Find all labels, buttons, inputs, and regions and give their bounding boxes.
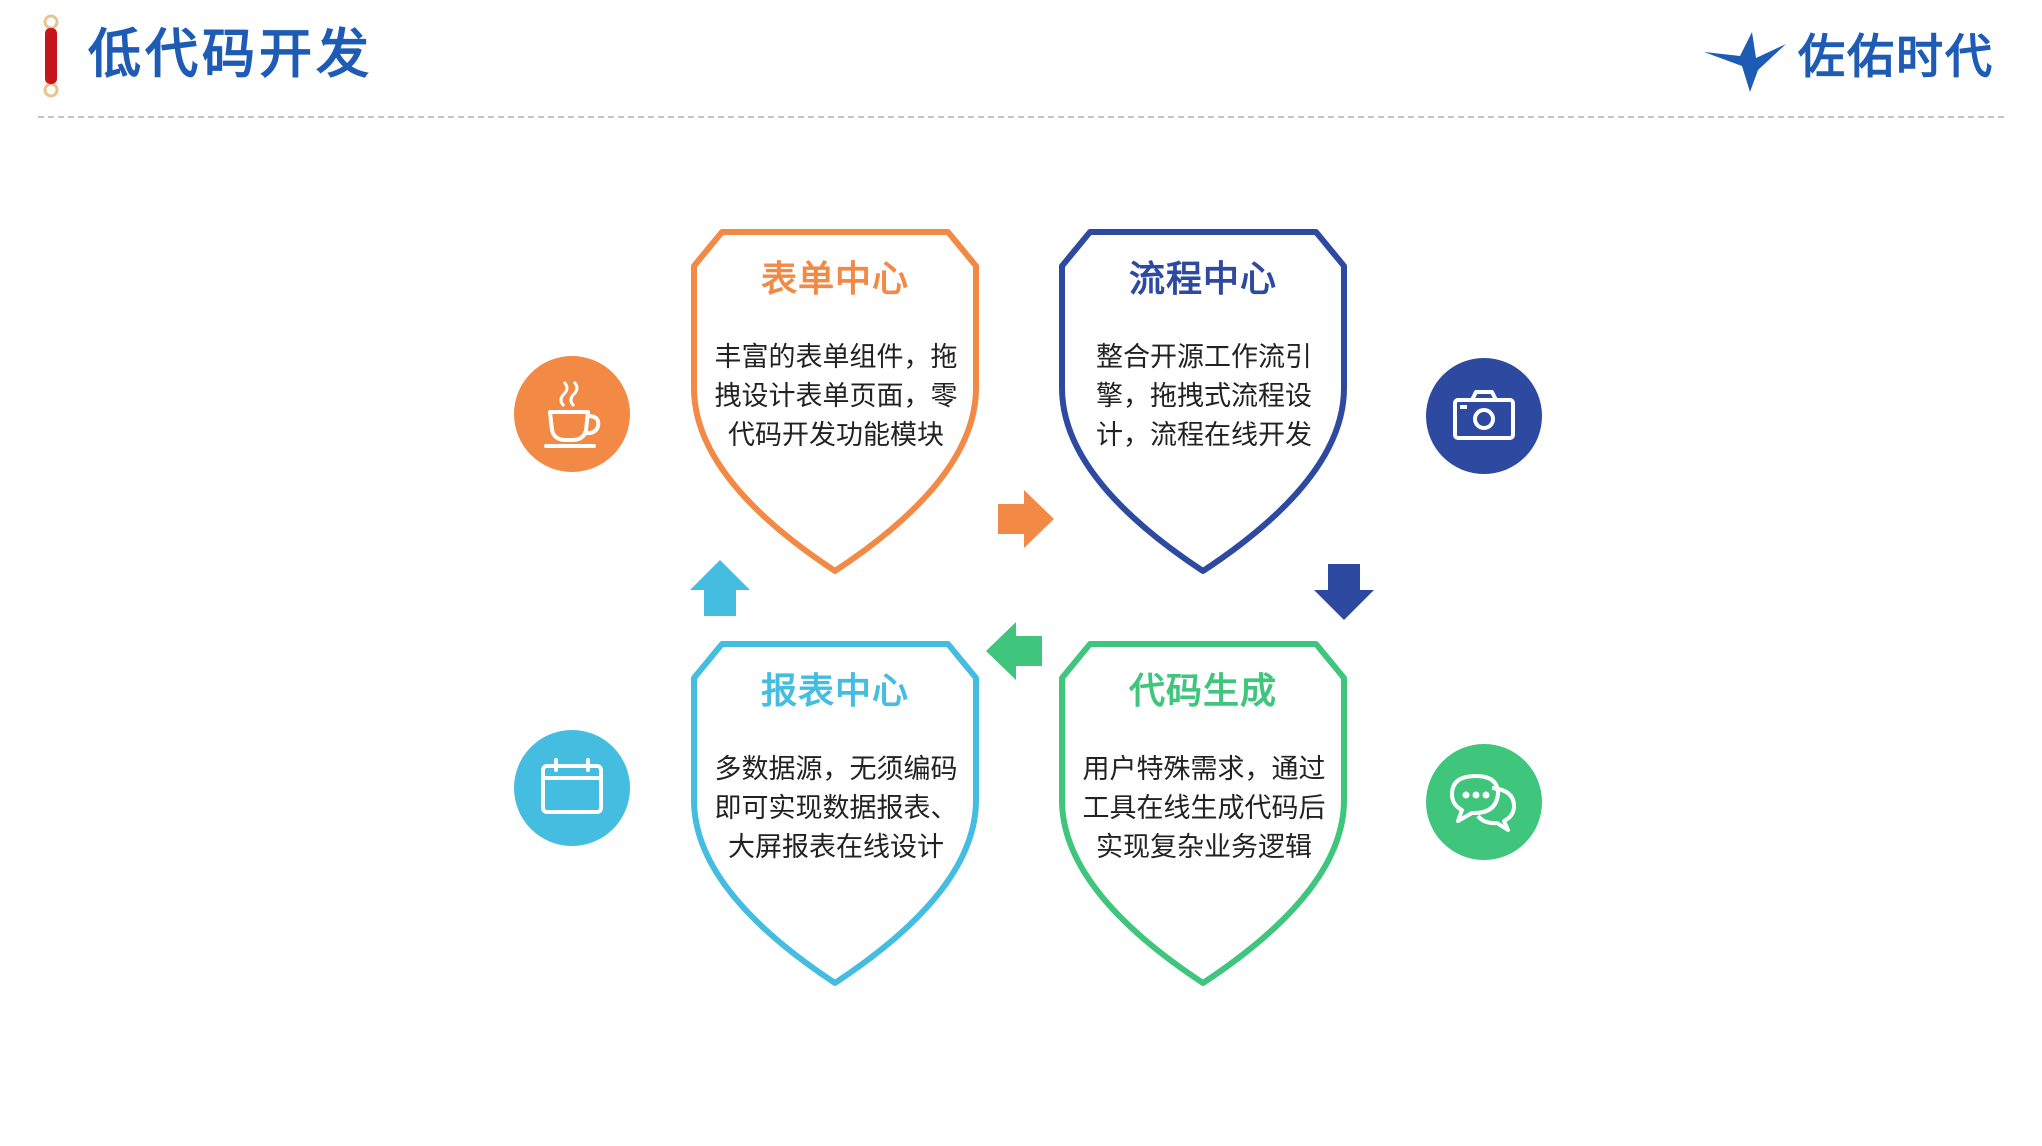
card-description: 整合开源工作流引 擎，拖拽式流程设 计，流程在线开发 — [1064, 338, 1344, 455]
card-process-center: 流程中心 整合开源工作流引 擎，拖拽式流程设 计，流程在线开发 — [1048, 228, 1358, 578]
card-line: 大屏报表在线设计 — [728, 832, 944, 863]
card-form-center: 表单中心 丰富的表单组件，拖 拽设计表单页面，零 代码开发功能模块 — [680, 228, 990, 578]
card-description: 多数据源，无须编码 即可实现数据报表、 大屏报表在线设计 — [696, 750, 976, 867]
page-title: 低代码开发 — [88, 24, 373, 85]
camera-icon — [1426, 358, 1542, 474]
shield-outline — [1059, 229, 1347, 574]
card-line: 整合开源工作流引 — [1096, 342, 1312, 373]
shield-outline — [1059, 641, 1347, 986]
card-report-center: 报表中心 多数据源，无须编码 即可实现数据报表、 大屏报表在线设计 — [680, 640, 990, 990]
card-title: 报表中心 — [760, 671, 909, 712]
card-line: 用户特殊需求，通过 — [1082, 754, 1326, 785]
card-line: 多数据源，无须编码 — [714, 754, 958, 785]
arrow-left-icon — [986, 622, 1042, 680]
card-line: 丰富的表单组件，拖 — [714, 342, 958, 373]
scroll-marker-icon — [43, 14, 59, 98]
card-description: 用户特殊需求，通过 工具在线生成代码后 实现复杂业务逻辑 — [1064, 750, 1344, 867]
arrow-down-icon — [1314, 564, 1374, 620]
card-description: 丰富的表单组件，拖 拽设计表单页面，零 代码开发功能模块 — [696, 338, 976, 455]
card-line: 代码开发功能模块 — [728, 420, 944, 451]
card-line: 擎，拖拽式流程设 — [1096, 381, 1312, 412]
card-code-generation: 代码生成 用户特殊需求，通过 工具在线生成代码后 实现复杂业务逻辑 — [1048, 640, 1358, 990]
card-line: 即可实现数据报表、 — [714, 793, 958, 824]
page-header: 低代码开发 佐佑时代 — [0, 0, 2042, 130]
shield-outline — [691, 641, 979, 986]
arrow-right-icon — [998, 490, 1054, 548]
header-divider — [38, 116, 2004, 118]
bird-logo-icon — [1704, 32, 1786, 92]
brand-logo[interactable]: 佐佑时代 — [1700, 22, 2010, 102]
card-line: 工具在线生成代码后 — [1082, 793, 1326, 824]
brand-name: 佐佑时代 — [1798, 30, 1994, 85]
shield-outline — [691, 229, 979, 574]
arrow-up-icon — [690, 560, 750, 616]
card-line: 实现复杂业务逻辑 — [1096, 832, 1312, 863]
card-title: 流程中心 — [1128, 259, 1277, 300]
card-line: 计，流程在线开发 — [1096, 420, 1312, 451]
card-title: 表单中心 — [760, 259, 909, 300]
card-title: 代码生成 — [1128, 671, 1277, 712]
chat-bubbles-icon — [1426, 744, 1542, 860]
calendar-icon — [514, 730, 630, 846]
card-line: 拽设计表单页面，零 — [714, 381, 958, 412]
coffee-cup-icon — [514, 356, 630, 472]
